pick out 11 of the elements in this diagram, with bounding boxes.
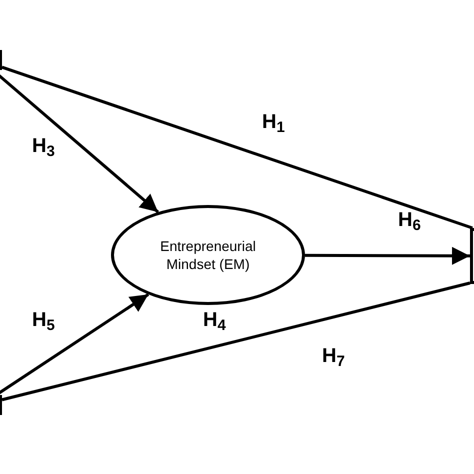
edge-label: H$_{1}$ <box>262 112 285 132</box>
line <box>2 282 470 402</box>
node-label: Entrepreneurial Mindset (EM) <box>159 237 257 273</box>
edge-label: H$_{5}$ <box>32 310 55 330</box>
hypothesis-label: H$_{4}$ <box>203 310 226 330</box>
edge-label: H$_{6}$ <box>398 210 421 230</box>
line <box>2 66 473 230</box>
edge-label: H$_{7}$ <box>322 346 345 366</box>
arrow <box>0 293 150 396</box>
arrow <box>305 246 470 265</box>
edge-label: H$_{3}$ <box>32 136 55 156</box>
